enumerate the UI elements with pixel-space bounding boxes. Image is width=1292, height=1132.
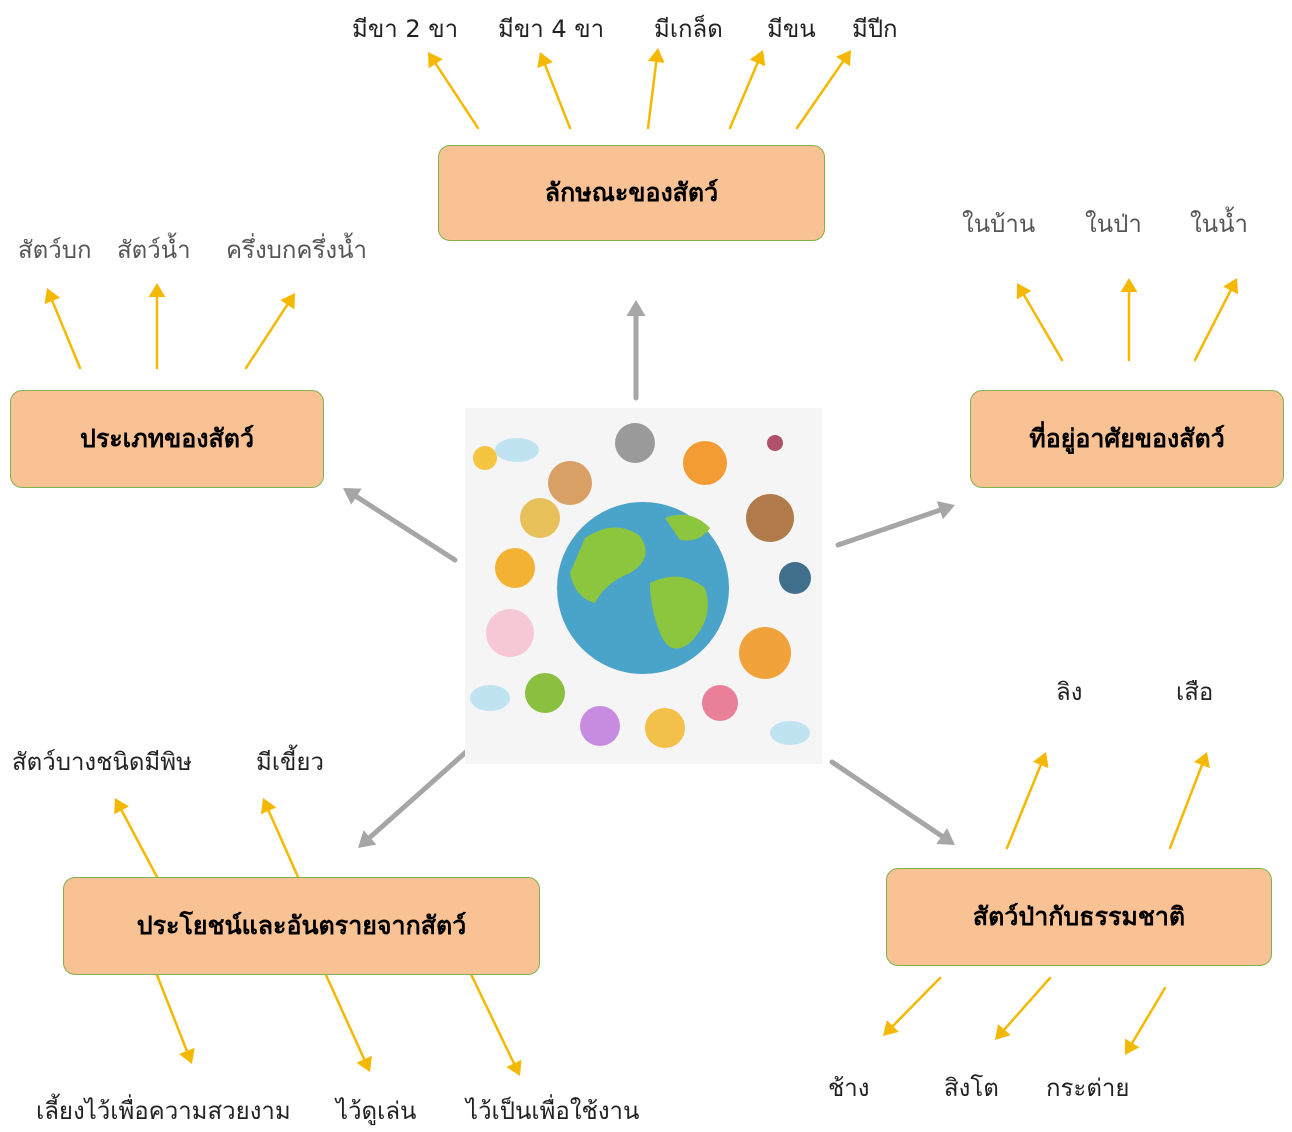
benefits-bottom-item: เลี้ยงไว้เพื่อความสวยงาม <box>36 1097 291 1125</box>
benefits-bottom-item: ไว้ดูเล่น <box>336 1097 417 1125</box>
center-to-habitat-arrow <box>835 501 955 548</box>
benefits-top-item: มีเขี้ยว <box>256 748 324 776</box>
characteristics-arrow <box>646 48 665 130</box>
wildlife-arrow <box>883 976 942 1036</box>
characteristics-item: มีขน <box>767 15 816 43</box>
habitat-item: ในบ้าน <box>962 210 1036 238</box>
box-characteristics: ลักษณะของสัตว์ <box>438 145 825 241</box>
wildlife-arrow <box>1005 752 1049 850</box>
wildlife-arrow <box>995 976 1052 1040</box>
habitat-arrow <box>1193 278 1239 362</box>
characteristics-arrow <box>537 52 572 130</box>
types-item: สัตว์น้ำ <box>117 236 191 264</box>
benefits-top-item: สัตว์บางชนิดมีพิษ <box>12 748 192 776</box>
characteristics-item: มีปีก <box>852 15 898 43</box>
box-wildlife: สัตว์ป่ากับธรรมชาติ <box>886 868 1272 966</box>
benefits-arrow <box>260 798 300 879</box>
center-to-types-arrow <box>343 488 458 563</box>
wildlife-arrow <box>1124 986 1167 1055</box>
benefits-arrow <box>324 973 372 1072</box>
wildlife-bottom-item: ช้าง <box>828 1074 870 1102</box>
characteristics-arrow <box>795 50 851 130</box>
characteristics-item: มีขา 2 ขา <box>352 15 459 43</box>
types-arrow <box>148 283 166 370</box>
types-arrow <box>244 293 295 370</box>
benefits-arrow <box>466 966 522 1076</box>
wildlife-bottom-item: สิงโต <box>944 1074 999 1102</box>
benefits-arrow <box>155 973 195 1064</box>
center-to-wildlife-arrow <box>829 759 955 845</box>
wildlife-arrow <box>1168 752 1210 850</box>
characteristics-item: มีเกล็ด <box>654 15 723 43</box>
types-arrow <box>44 288 82 370</box>
characteristics-arrow <box>728 50 766 130</box>
benefits-arrow <box>114 798 159 879</box>
types-item: สัตว์บก <box>18 236 92 264</box>
types-item: ครึ่งบกครึ่งน้ำ <box>226 236 367 264</box>
earth-with-animals-illustration <box>465 408 822 764</box>
wildlife-top-item: ลิง <box>1056 678 1083 706</box>
wildlife-bottom-item: กระต่าย <box>1046 1074 1130 1102</box>
box-types: ประเภทของสัตว์ <box>10 390 324 488</box>
habitat-item: ในน้ำ <box>1190 210 1249 238</box>
box-benefits: ประโยชน์และอันตรายจากสัตว์ <box>63 877 540 975</box>
wildlife-top-item: เสือ <box>1176 678 1214 706</box>
center-to-benefits-arrow <box>358 749 469 848</box>
benefits-bottom-item: ไว้เป็นเพื่อใช้งาน <box>466 1097 640 1125</box>
habitat-item: ในป่า <box>1085 210 1142 238</box>
habitat-arrow <box>1016 283 1064 362</box>
box-habitat: ที่อยู่อาศัยของสัตว์ <box>970 390 1284 488</box>
habitat-arrow <box>1120 278 1138 362</box>
characteristics-item: มีขา 4 ขา <box>498 15 605 43</box>
characteristics-arrow <box>428 52 480 130</box>
center-to-characteristics-arrow <box>626 300 646 401</box>
